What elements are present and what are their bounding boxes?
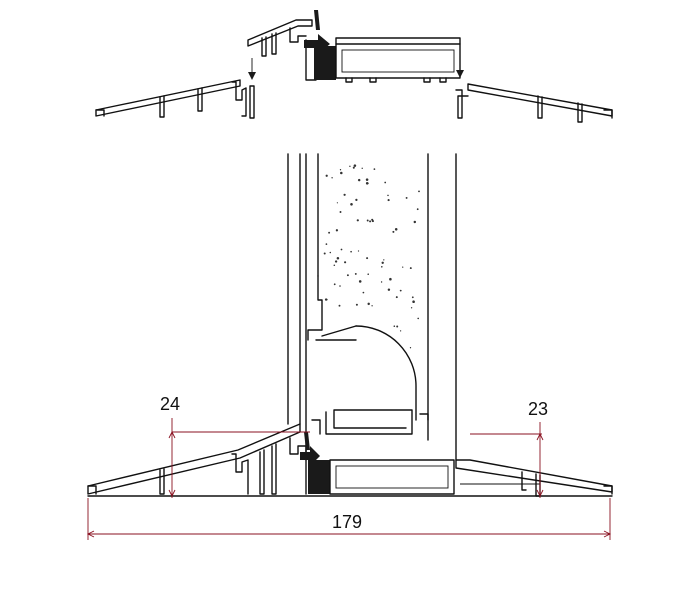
insulation-dot bbox=[412, 300, 415, 303]
insulation-dot bbox=[356, 219, 359, 222]
insulation-dot bbox=[365, 182, 369, 185]
insulation-dot bbox=[340, 171, 343, 175]
insulation-dot bbox=[357, 178, 361, 182]
insulation-dot bbox=[381, 261, 384, 264]
insulation-dot bbox=[350, 250, 352, 253]
left-ramp-part bbox=[95, 79, 255, 119]
insulation-dot bbox=[367, 273, 369, 275]
insulation-dot bbox=[323, 252, 326, 255]
dimension-left-height: 24 bbox=[160, 394, 180, 414]
insulation-dot bbox=[371, 305, 373, 307]
insulation-dot bbox=[339, 169, 342, 171]
arrow-down-icon bbox=[456, 56, 464, 78]
insulation-dot bbox=[380, 281, 383, 283]
insulation-dot bbox=[365, 178, 369, 181]
insulation-dot bbox=[331, 177, 333, 179]
assembled-section bbox=[87, 153, 613, 497]
insulation-dot bbox=[362, 291, 365, 294]
insulation-dot bbox=[387, 288, 391, 291]
arrow-down-icon bbox=[248, 58, 256, 80]
door-insulation bbox=[323, 164, 420, 349]
insulation-dot bbox=[334, 260, 338, 263]
insulation-dot bbox=[369, 220, 372, 223]
insulation-dot bbox=[396, 325, 399, 328]
insulation-dot bbox=[346, 274, 349, 277]
threshold-ramps bbox=[87, 423, 613, 497]
insulation-dot bbox=[411, 296, 414, 299]
insulation-dot bbox=[352, 166, 355, 169]
door-frame bbox=[287, 153, 457, 461]
insulation-dot bbox=[416, 208, 419, 211]
insulation-dot bbox=[339, 211, 342, 213]
center-ramp-part bbox=[247, 19, 336, 81]
insulation-dot bbox=[410, 307, 413, 309]
insulation-dot bbox=[339, 285, 341, 287]
insulation-dot bbox=[399, 289, 402, 292]
insulation-dot bbox=[384, 181, 387, 184]
insulation-dot bbox=[394, 228, 398, 231]
seal-gasket bbox=[308, 460, 330, 494]
insulation-dot bbox=[389, 277, 392, 281]
insulation-dot bbox=[325, 174, 328, 177]
insulation-dot bbox=[393, 325, 396, 327]
insulation-dot bbox=[381, 266, 383, 268]
insulation-dot bbox=[361, 167, 363, 169]
insulation-dot bbox=[366, 219, 369, 222]
insulation-dot bbox=[387, 194, 389, 197]
insulation-dot bbox=[329, 251, 332, 254]
insulation-dot bbox=[336, 202, 338, 204]
insulation-dot bbox=[358, 280, 362, 283]
insulation-dot bbox=[392, 230, 395, 233]
insulation-dot bbox=[340, 248, 343, 251]
dimension-right-height: 23 bbox=[528, 399, 548, 419]
insulation-dot bbox=[399, 330, 402, 332]
insulation-dot bbox=[395, 296, 398, 299]
insulation-dot bbox=[418, 190, 420, 193]
insulation-dot bbox=[413, 220, 417, 224]
insulation-dot bbox=[409, 267, 412, 270]
dimension-lines bbox=[86, 418, 612, 540]
insulation-dot bbox=[344, 261, 347, 264]
insulation-dot bbox=[326, 298, 328, 301]
insulation-dot bbox=[333, 264, 336, 267]
insulation-dot bbox=[328, 231, 331, 234]
door-bottom-part bbox=[335, 37, 461, 83]
insulation-dot bbox=[354, 272, 357, 275]
insulation-dot bbox=[350, 203, 353, 206]
insulation-dot bbox=[409, 347, 412, 349]
insulation-dot bbox=[335, 229, 339, 232]
insulation-dot bbox=[371, 218, 374, 221]
insulation-dot bbox=[402, 266, 404, 268]
exploded-view bbox=[95, 10, 613, 123]
drop-seal-mechanism bbox=[307, 275, 429, 441]
insulation-dot bbox=[417, 317, 420, 320]
arrow-push-icon bbox=[304, 10, 330, 54]
insulation-dot bbox=[353, 164, 357, 167]
insulation-dot bbox=[336, 256, 340, 260]
insulation-dot bbox=[366, 257, 369, 260]
insulation-dot bbox=[349, 165, 351, 168]
insulation-dot bbox=[333, 283, 336, 286]
insulation-dot bbox=[355, 198, 358, 202]
insulation-dot bbox=[343, 193, 346, 196]
insulation-dot bbox=[405, 196, 408, 199]
insulation-dot bbox=[355, 303, 358, 306]
insulation-dot bbox=[387, 199, 390, 202]
insulation-dot bbox=[383, 259, 385, 261]
insulation-dot bbox=[373, 168, 376, 170]
insulation-dot bbox=[357, 250, 360, 252]
insulation-dot bbox=[325, 243, 328, 245]
dimension-total-width: 179 bbox=[332, 512, 362, 532]
right-ramp-part bbox=[455, 83, 613, 123]
arrow-push-icon bbox=[300, 432, 320, 466]
seal-gasket bbox=[314, 46, 336, 80]
insulation-dot bbox=[338, 304, 341, 307]
insulation-dot bbox=[367, 302, 370, 306]
